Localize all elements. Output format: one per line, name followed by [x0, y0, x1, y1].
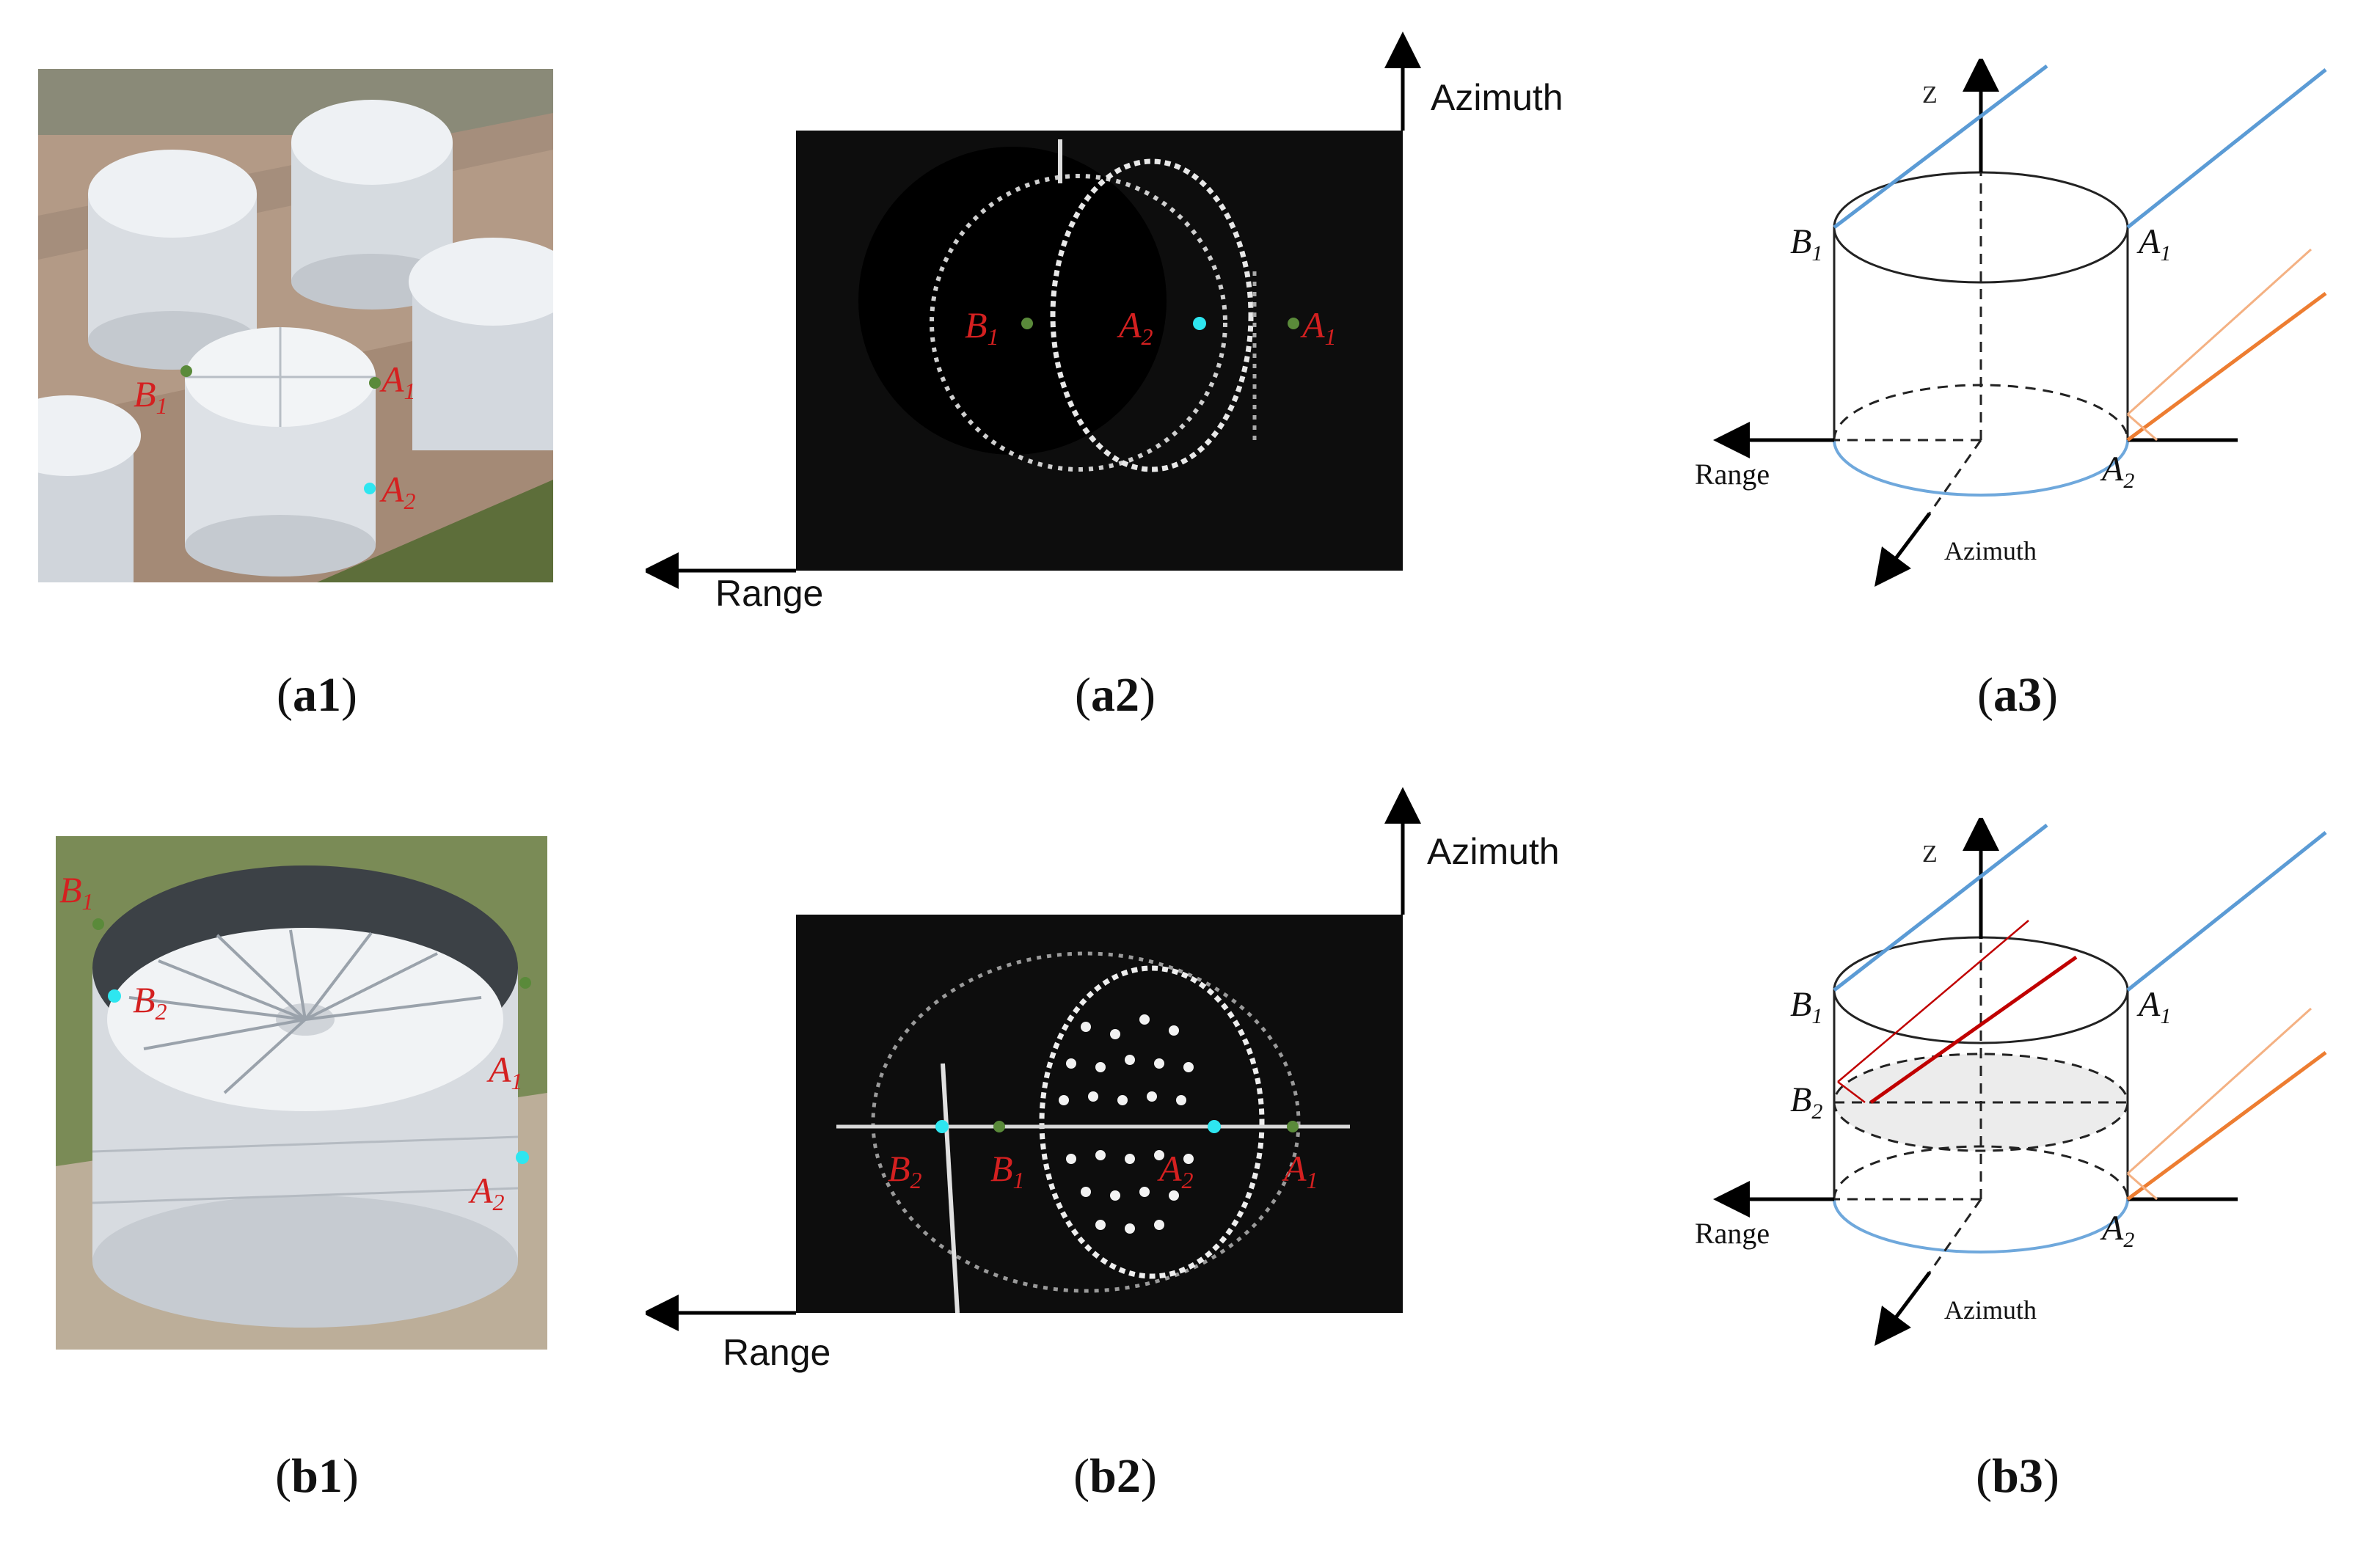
svg-text:B2: B2: [1790, 1080, 1822, 1124]
marker-a2: [516, 1151, 529, 1164]
svg-text:A1: A1: [2136, 985, 2171, 1028]
marker-b1: [993, 1121, 1005, 1132]
incident-ray-b1: [1833, 824, 2048, 992]
marker-a1: [1288, 318, 1299, 329]
caption-b1: (b1): [275, 1449, 359, 1503]
svg-text:B1: B1: [1790, 222, 1822, 266]
azimuth-axis: [1875, 1271, 1931, 1346]
sar-panel-b2: B2 B1 A2 A1: [642, 785, 1599, 1379]
azimuth-label: Azimuth: [1431, 77, 1563, 118]
incident-ray-a1: [2126, 831, 2327, 992]
svg-text:A1: A1: [1300, 304, 1337, 350]
marker-a1: [369, 377, 381, 389]
caption-a3: (a3): [1977, 668, 2058, 722]
svg-text:A2: A2: [2100, 450, 2134, 493]
diagram-a3-fixed-roof: Z B1 A1 A2 Range Azimuth: [1695, 59, 2327, 587]
caption-b3: (b3): [1976, 1449, 2059, 1503]
caption-a1: (a1): [277, 668, 357, 722]
svg-text:Azimuth: Azimuth: [1944, 1295, 2037, 1325]
range-label: Range: [723, 1332, 831, 1373]
svg-text:B1: B1: [134, 373, 168, 419]
marker-b1: [180, 365, 192, 377]
photo-b1-floating-roof-tank: B1 B2 A1 A2: [56, 836, 547, 1350]
reflected-ray-a2: [2126, 1007, 2313, 1175]
azimuth-label: Azimuth: [1427, 831, 1560, 872]
svg-text:A2: A2: [468, 1170, 505, 1215]
diagram-b3-floating-roof: Z B1 B2 A1 A2 Range Azimuth: [1695, 818, 2327, 1346]
svg-text:B2: B2: [888, 1148, 922, 1193]
svg-text:A2: A2: [1117, 304, 1153, 350]
caption-a2: (a2): [1075, 668, 1156, 722]
svg-text:A1: A1: [2136, 222, 2171, 266]
svg-text:A2: A2: [1157, 1148, 1194, 1193]
incident-ray-a1: [2126, 68, 2327, 229]
reflected-ray-a2: [2126, 248, 2313, 416]
photo-a1-fixed-roof-tanks: B1 A1 A2: [38, 69, 553, 582]
marker-a1: [1287, 1121, 1299, 1132]
marker-a2: [1193, 317, 1206, 330]
svg-text:A1: A1: [486, 1049, 523, 1094]
marker-b2: [935, 1120, 949, 1133]
marker-a2: [1208, 1120, 1221, 1133]
incident-ray-a2: [2126, 291, 2327, 442]
svg-text:B1: B1: [59, 869, 94, 915]
svg-text:B1: B1: [990, 1148, 1025, 1193]
marker-b2: [108, 989, 121, 1003]
azimuth-axis: [1875, 512, 1931, 587]
svg-text:Z: Z: [1922, 841, 1938, 868]
marker-a2: [364, 483, 376, 494]
reflected-ray-b2: [1837, 920, 2029, 1083]
incident-ray-a2: [2126, 1050, 2327, 1201]
caption-b2: (b2): [1073, 1449, 1157, 1503]
svg-text:Azimuth: Azimuth: [1944, 536, 2037, 565]
range-label: Range: [715, 573, 824, 614]
marker-b1: [92, 918, 104, 930]
svg-text:Range: Range: [1695, 1217, 1770, 1250]
svg-text:B2: B2: [133, 979, 167, 1025]
svg-text:B1: B1: [1790, 985, 1822, 1028]
svg-text:A1: A1: [379, 359, 416, 404]
incident-ray-b2: [1869, 955, 2078, 1105]
sar-image-b2: [796, 915, 1403, 1313]
marker-a1: [519, 977, 531, 989]
svg-text:B1: B1: [965, 304, 999, 350]
svg-text:Z: Z: [1922, 81, 1938, 109]
incident-ray-b1: [1833, 65, 2048, 229]
svg-text:Range: Range: [1695, 458, 1770, 491]
svg-text:A2: A2: [379, 469, 416, 514]
marker-b1: [1021, 318, 1033, 329]
svg-text:A2: A2: [2100, 1209, 2134, 1252]
svg-text:A1: A1: [1282, 1148, 1318, 1193]
sar-panel-a2: B1 A2 A1: [642, 29, 1599, 616]
